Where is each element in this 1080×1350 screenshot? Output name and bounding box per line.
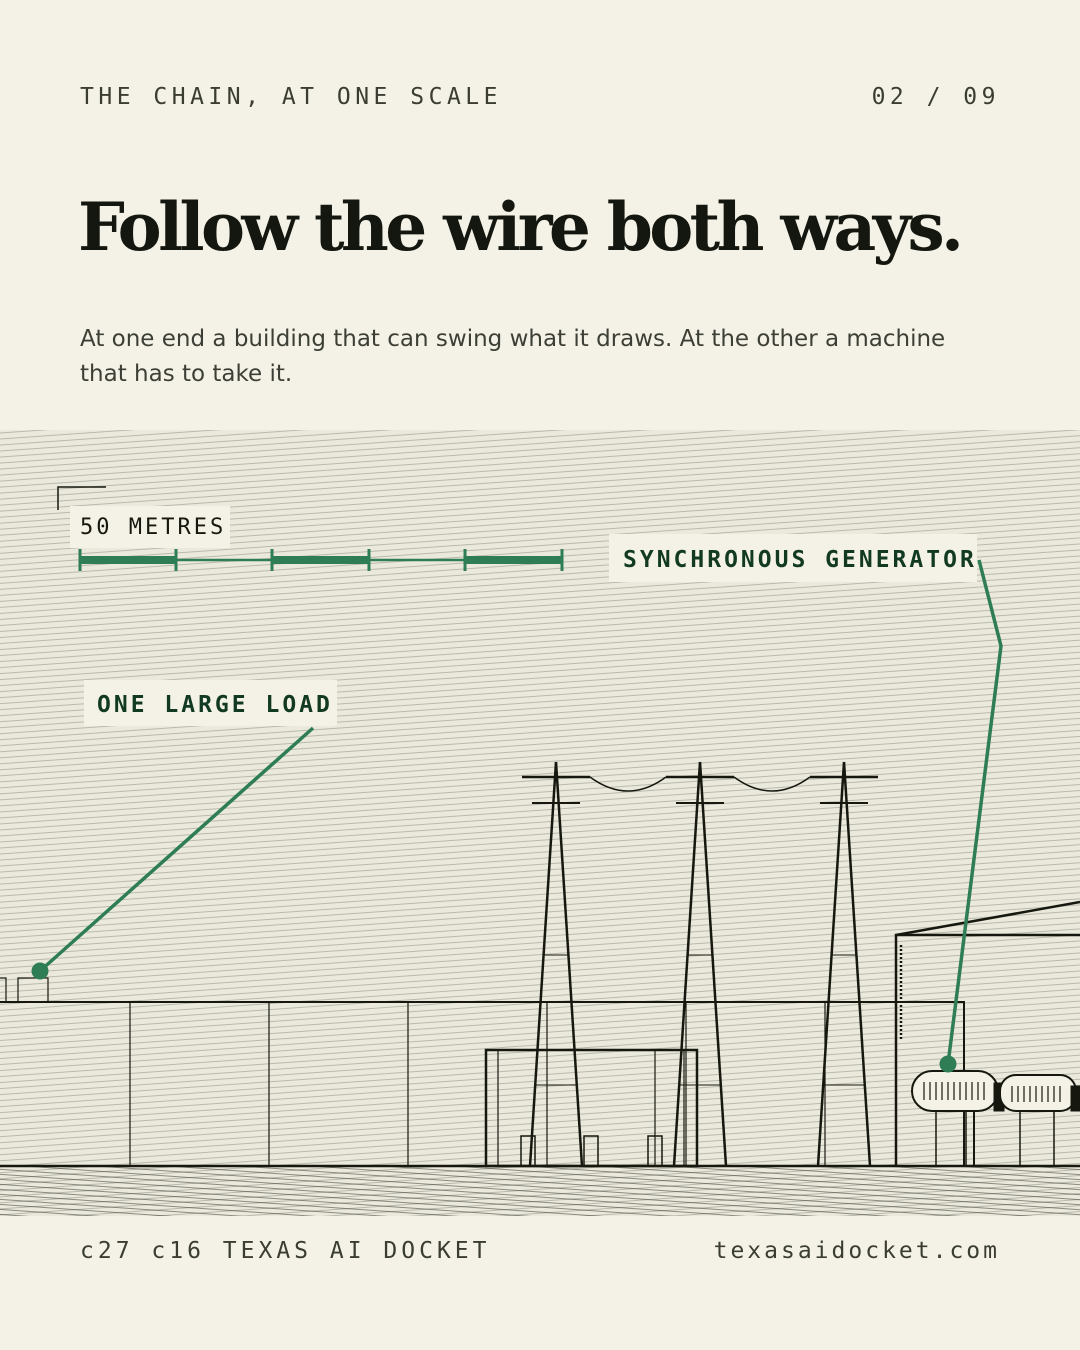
transmission-tower (666, 761, 734, 1167)
generator-label-box (609, 534, 977, 582)
page-title: Follow the wire both ways. (78, 188, 964, 266)
generator-leader-line (946, 559, 1003, 1065)
grid-diagram: 50 METRES (0, 430, 1080, 1216)
load-leader-line (38, 726, 315, 973)
substation-frame (484, 1048, 699, 1168)
generator-marker-dot (939, 1055, 957, 1073)
page-subtitle: At one end a building that can swing wha… (80, 326, 946, 387)
power-line (589, 776, 667, 792)
generator-label: SYNCHRONOUS GENERATOR (623, 547, 977, 573)
load-label-box (84, 680, 337, 726)
footer-website-link[interactable]: texasaidocket.com (713, 1238, 1000, 1264)
transmission-towers (522, 761, 878, 1167)
transmission-tower (810, 761, 878, 1167)
load-label: ONE LARGE LOAD (97, 692, 333, 718)
corner-bracket (57, 486, 106, 510)
ground-hatching (0, 1166, 1080, 1216)
scale-bar (70, 506, 564, 571)
footer-publication: c27 c16 TEXAS AI DOCKET (80, 1238, 491, 1264)
scale-label: 50 METRES (80, 515, 226, 540)
generator-units (911, 1070, 1080, 1166)
series-kicker: THE CHAIN, AT ONE SCALE (80, 84, 502, 110)
page-counter: 02 / 09 (871, 84, 1000, 110)
power-line (733, 776, 811, 792)
transmission-tower (522, 761, 590, 1167)
load-marker-dot (31, 962, 49, 980)
